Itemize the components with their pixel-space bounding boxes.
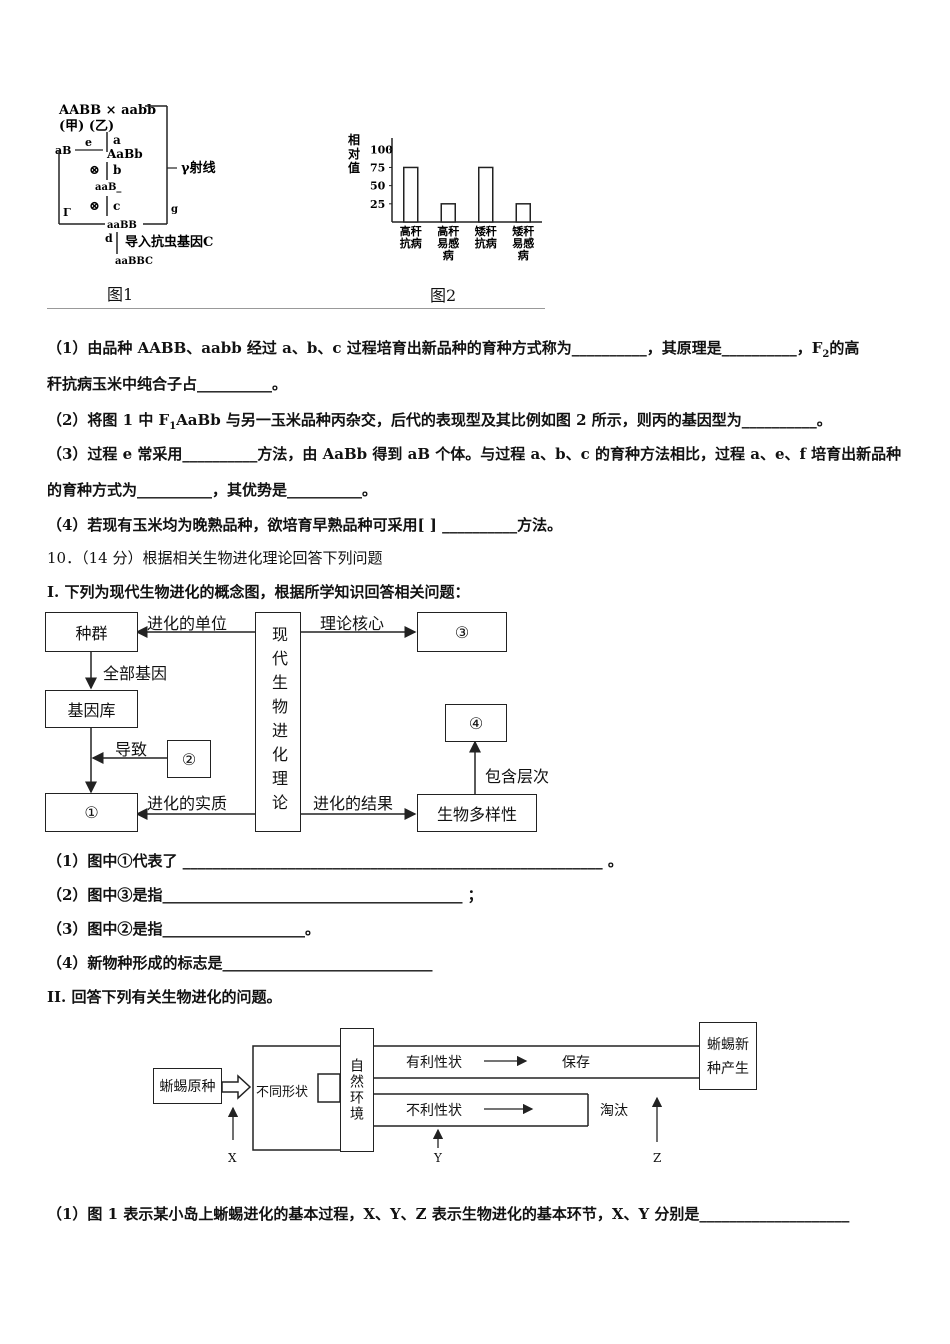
box-new-species: 蜥蜴新种产生 — [699, 1022, 757, 1090]
label-result: 进化的结果 — [313, 794, 394, 813]
box-original-species: 蜥蜴原种 — [153, 1068, 222, 1104]
q10-i3: （3）图中②是指___________________。 — [47, 920, 320, 938]
box-1: ① — [45, 793, 138, 832]
q9-item1-cont: 秆抗病玉米中纯合子占__________。 — [47, 375, 288, 393]
x-tick-label: 矮秆 — [475, 224, 497, 238]
q9-item1: （1）由品种 AABB、aabb 经过 a、b、c 过程培育出新品种的育种方式称… — [47, 339, 860, 360]
y-tick-label: 75 — [370, 161, 385, 174]
evolution-concept-diagram: 种群 基因库 ① ② 现代生物进化理论 ③ ④ 生物多样性 进化的单位 理论核心… — [45, 608, 555, 836]
y-axis-label: 值 — [348, 160, 360, 175]
q9-item2: （2）将图 1 中 F1AaBb 与另一玉米品种丙杂交，后代的表现型及其比例如图… — [47, 411, 832, 432]
box-center-theory: 现代生物进化理论 — [255, 612, 301, 832]
box-gene-pool: 基因库 — [45, 690, 138, 728]
q9-item4: （4）若现有玉米均为晚熟品种，欲培育早熟品种可采用[ ] __________方… — [47, 516, 563, 534]
y-axis-label: 对 — [348, 146, 360, 161]
x-tick-label: 抗病 — [400, 236, 422, 250]
bar — [478, 166, 494, 223]
label-y: Y — [434, 1151, 442, 1165]
label-unfavorable: 不利性状 — [406, 1102, 462, 1118]
q10-i1: （1）图中①代表了 ______________________________… — [47, 852, 623, 870]
bar — [403, 166, 419, 223]
q9-item3-cont: 的育种方式为__________，其优势是__________。 — [47, 481, 378, 499]
q10-ii1: （1）图 1 表示某小岛上蜥蜴进化的基本过程，X、Y、Z 表示生物进化的基本环节… — [47, 1205, 850, 1223]
svg-text:e: e — [85, 136, 92, 149]
y-axis-label: 相 — [348, 132, 360, 147]
box-4: ④ — [445, 704, 507, 742]
box-2: ② — [167, 740, 211, 778]
x-tick-label: 矮秆 — [512, 224, 534, 238]
svg-text:⊗: ⊗ — [89, 163, 100, 178]
x-tick-label: 抗病 — [475, 236, 497, 250]
bar — [515, 203, 531, 223]
x-tick-label: 易感 — [512, 236, 534, 250]
box-natural-environment: 自然环境 — [340, 1028, 374, 1152]
q9-item3: （3）过程 e 常采用__________方法，由 AaBb 得到 aB 个体。… — [47, 445, 902, 463]
svg-text:γ射线: γ射线 — [181, 160, 216, 176]
figure-1-caption: 图1 — [107, 285, 134, 304]
box-3: ③ — [417, 612, 507, 652]
lizard-evolution-diagram: 蜥蜴原种 不同形状 自然环境 有利性状 保存 不利性状 淘汰 蜥蜴新种产生 X … — [150, 1020, 770, 1170]
figure-2-caption: 图2 — [430, 286, 457, 305]
label-all-genes: 全部基因 — [103, 664, 168, 683]
label-different-traits: 不同形状 — [256, 1084, 309, 1099]
q10-title: 10．（14 分）根据相关生物进化理论回答下列问题 — [47, 549, 383, 567]
figure-1: AABB × aabb (甲) (乙) a aB e AaBb ⊗ b aaB_… — [45, 98, 295, 304]
cross-text: AABB × aabb — [58, 103, 156, 118]
q10-part1: I. 下列为现代生物进化的概念图，根据所学知识回答相关问题： — [47, 583, 470, 601]
label-preserve: 保存 — [562, 1054, 590, 1070]
svg-text:b: b — [113, 163, 121, 177]
label-leads: 导致 — [115, 740, 148, 759]
q10-i2: （2）图中③是指________________________________… — [47, 886, 483, 904]
x-tick-label: 高秆 — [437, 224, 459, 238]
x-tick-label: 易感 — [437, 236, 459, 250]
label-essence: 进化的实质 — [147, 794, 228, 813]
label-z: Z — [653, 1151, 662, 1165]
label-levels: 包含层次 — [485, 767, 550, 786]
svg-text:aaBBC: aaBBC — [115, 256, 153, 267]
svg-text:c: c — [113, 199, 120, 213]
label-core: 理论核心 — [320, 614, 385, 633]
label-eliminate: 淘汰 — [600, 1102, 628, 1118]
label-favorable: 有利性状 — [406, 1054, 462, 1070]
svg-text:d: d — [105, 232, 113, 245]
figure-divider — [47, 308, 545, 309]
svg-text:AaBb: AaBb — [106, 147, 143, 161]
label-unit: 进化的单位 — [147, 614, 228, 633]
x-tick-label: 病 — [518, 248, 529, 262]
bar — [440, 203, 456, 223]
svg-text:Γ: Γ — [63, 206, 71, 219]
svg-text:导入抗虫基因C: 导入抗虫基因C — [125, 234, 213, 250]
y-tick-label: 25 — [370, 198, 385, 211]
q10-i4: （4）新物种形成的标志是____________________________ — [47, 954, 433, 972]
parents-text: (甲) (乙) — [59, 119, 114, 134]
y-tick-label: 100 — [370, 143, 393, 156]
q10-part2: II. 回答下列有关生物进化的问题。 — [47, 988, 282, 1006]
box-population: 种群 — [45, 612, 138, 652]
label-x: X — [228, 1151, 237, 1165]
y-tick-label: 50 — [370, 180, 386, 193]
x-tick-label: 病 — [443, 248, 454, 262]
svg-text:aaBB: aaBB — [107, 220, 137, 231]
x-tick-label: 高秆 — [400, 224, 422, 238]
svg-text:g: g — [171, 204, 178, 215]
svg-text:aaB_: aaB_ — [95, 182, 121, 193]
svg-text:a: a — [113, 133, 121, 147]
svg-text:⊗: ⊗ — [89, 199, 100, 214]
svg-text:aB: aB — [55, 144, 71, 157]
box-biodiversity: 生物多样性 — [417, 794, 537, 832]
